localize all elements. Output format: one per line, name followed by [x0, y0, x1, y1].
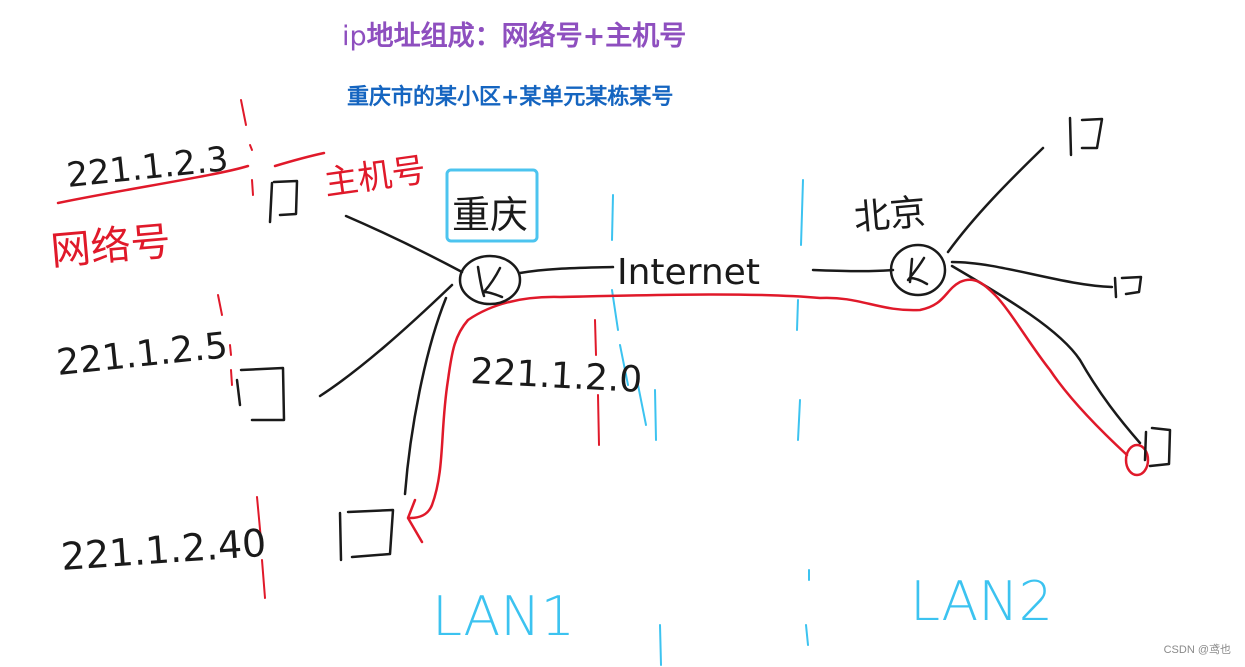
host-bj-mid-icon	[1113, 275, 1143, 299]
ip-host-top: 221.1.2.3	[65, 139, 231, 196]
internet-label: Internet	[617, 252, 760, 293]
lan1-label: LAN1	[432, 585, 575, 648]
network-underline	[56, 151, 326, 205]
route-arrowhead	[406, 498, 424, 544]
ip-network: 221.1.2.0	[470, 351, 644, 401]
city-box	[445, 168, 539, 243]
destination-circle	[1124, 443, 1150, 477]
host-bj-bottom-icon	[1143, 426, 1172, 468]
host-icons	[235, 116, 1172, 562]
city-left: 重庆	[452, 193, 528, 237]
title-prefix: ip	[342, 21, 367, 52]
packet-route	[408, 278, 1129, 520]
router-beijing	[889, 243, 947, 297]
network-label: 网络号	[49, 219, 173, 275]
page-subtitle: 重庆市的某小区+某单元某栋某号	[347, 85, 674, 110]
host-bj-top-icon	[1068, 116, 1104, 157]
router-chongqing	[458, 254, 522, 306]
ip-host-middle: 221.1.2.5	[55, 325, 230, 384]
lan-divider-right	[796, 179, 810, 646]
watermark: CSDN @鸢也	[1163, 644, 1231, 656]
host-top-icon	[268, 179, 299, 224]
host-bottom-icon	[338, 508, 395, 562]
host-label: 主机号	[322, 150, 429, 204]
title-main: 地址组成：网络号+主机号	[366, 21, 687, 52]
ip-host-bottom: 221.1.2.40	[60, 521, 268, 579]
host-mid-icon	[235, 366, 286, 422]
lan2-label: LAN2	[910, 570, 1053, 633]
city-right: 北京	[852, 192, 927, 239]
page-title: ip地址组成：网络号+主机号	[342, 14, 686, 53]
